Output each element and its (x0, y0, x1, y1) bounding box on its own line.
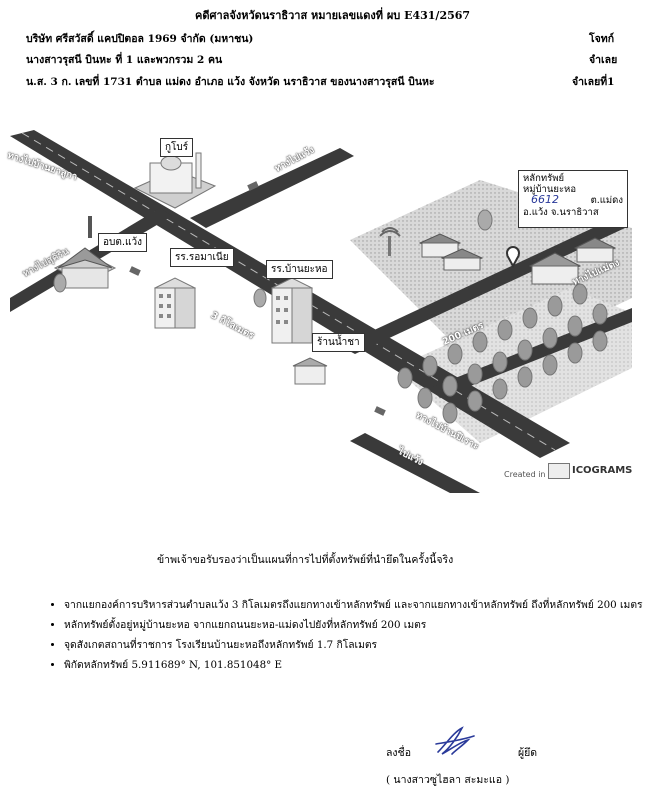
right-label-defendant: จำเลย (589, 54, 618, 66)
location-map: กูโบร์ อบต.แว้ง รร.รอมาเนีย รร.บ้านยะหอ … (6, 108, 633, 493)
plaintiff-line: บริษัท ศรีสวัสดิ์ แคปปิตอล 1969 จำกัด (ม… (26, 33, 254, 45)
right-label-plaintiff: โจทก์ (589, 33, 615, 45)
school-banyaho-icon (270, 277, 314, 344)
watermark-created-in: Created in (504, 470, 546, 479)
certification-statement: ข้าพเจ้าขอรับรองว่าเป็นแผนที่การไปที่ตั้… (157, 554, 454, 566)
landmark-school-romanea-label: รร.รอมาเนีย (170, 248, 234, 267)
tree-icon (53, 209, 493, 308)
school-romanea-icon (153, 277, 197, 329)
note-item: พิกัดหลักทรัพย์ 5.911689° N, 101.851048°… (64, 657, 644, 674)
signature-image (432, 724, 478, 758)
property-subdistrict: ต.แม่ดง (590, 195, 623, 206)
road-lower (350, 433, 480, 493)
landmark-mosque-label: กูโบร์ (160, 138, 194, 157)
map-illustration (10, 118, 632, 493)
property-line: น.ส. 3 ก. เลขที่ 1731 ตำบล แม่ดง อำเภอ แ… (26, 76, 435, 88)
car-icon (129, 181, 386, 416)
right-label-owner: จำเลยที่1 (572, 76, 615, 88)
landmark-tea-shop-label: ร้านน้ำชา (312, 333, 365, 352)
district-office-icon (53, 247, 117, 289)
defendant-line: นางสาวรุสนี บินหะ ที่ 1 และพวกรวม 2 คน (26, 54, 223, 66)
signature-role: ผู้ยึด (518, 747, 538, 759)
signer-name: ( นางสาวซูไฮลา สะมะแอ ) (386, 774, 510, 786)
property-house-icon (418, 233, 617, 285)
road-to-waeng (190, 148, 354, 228)
property-district-province: อ.แว้ง จ.นราธิวาส (523, 207, 599, 218)
property-title: หลักทรัพย์ (523, 173, 565, 184)
palm-tree-icon (379, 227, 401, 256)
property-village: หมู่บ้านยะหอ (523, 184, 577, 195)
note-item: จุดสังเกตสถานที่ราชการ โรงเรียนบ้านยะหอถ… (64, 637, 644, 654)
plantation-trees-icon (397, 283, 608, 424)
property-handwritten-number: 6612 (531, 193, 559, 206)
landmark-school-banyaho-label: รร.บ้านยะหอ (266, 260, 333, 279)
signature-label: ลงชื่อ (386, 747, 411, 759)
traffic-light-icon (88, 216, 92, 238)
location-pin-icon (506, 246, 520, 269)
watermark-logo-icon (548, 463, 570, 479)
location-notes-list: จากแยกองค์การบริหารส่วนตำบลแว้ง 3 กิโลเม… (42, 597, 644, 677)
watermark-brand: ICOGRAMS (572, 465, 633, 476)
property-info-box: หลักทรัพย์ หมู่บ้านยะหอ 6612 ต.แม่ดง อ.แ… (518, 170, 628, 228)
court-case-line: คดีศาลจังหวัดนราธิวาส หมายเลขแดงที่ ผบ E… (195, 9, 471, 22)
note-item: จากแยกองค์การบริหารส่วนตำบลแว้ง 3 กิโลเม… (64, 597, 644, 614)
note-item: หลักทรัพย์ตั้งอยู่หมู่บ้านยะหอ จากแยกถนน… (64, 617, 644, 634)
mosque-icon (133, 152, 217, 209)
landmark-district-office-label: อบต.แว้ง (98, 233, 147, 252)
tea-shop-icon (292, 357, 328, 385)
